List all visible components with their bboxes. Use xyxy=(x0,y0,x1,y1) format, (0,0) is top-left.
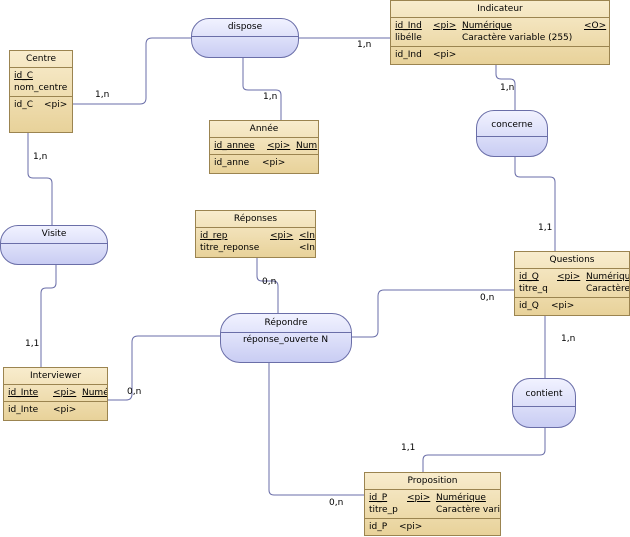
relation-dispose-label: dispose xyxy=(227,22,263,32)
entity-indicateur-title: Indicateur xyxy=(391,1,609,18)
attr-id-ind-flag: <O> xyxy=(584,21,607,31)
link-concerne-questions xyxy=(514,156,556,251)
cardinality-dispose-annee: 1,n xyxy=(263,92,278,102)
identifier-id-q-key: <pi> xyxy=(551,301,575,311)
relation-dispose[interactable]: dispose xyxy=(191,18,299,58)
attr-id-ind-type: Numérique xyxy=(462,21,512,31)
attr-id-inte-key: <pi> xyxy=(53,388,77,398)
entity-indicateur[interactable]: Indicateur id_Ind <pi> Numérique <O> lib… xyxy=(390,0,610,65)
entity-centre-title: Centre xyxy=(10,51,72,68)
attr-titre-q-type: Caractère xyxy=(586,284,630,294)
attr-titre-reponse: titre_reponse xyxy=(200,243,260,253)
attr-titre-p-type: Caractère vari xyxy=(436,505,500,515)
identifier-id-q: id_Q xyxy=(519,301,539,311)
cardinality-indicateur-concerne: 1,n xyxy=(500,83,515,93)
cardinality-questions-contient: 1,n xyxy=(561,334,576,344)
cardinality-concerne-questions: 1,1 xyxy=(538,223,553,233)
attr-id-q: id_Q xyxy=(519,272,539,282)
attr-id-q-key: <pi> xyxy=(557,272,581,282)
attr-id-ind: id_Ind xyxy=(395,21,422,31)
attr-id-p-type: Numérique xyxy=(436,493,486,503)
attr-id-annee-key: <pi> xyxy=(267,141,291,151)
link-visite-interviewer xyxy=(40,265,57,367)
link-centre-visite xyxy=(27,133,53,225)
link-repondre-proposition xyxy=(268,363,364,496)
link-centre-dispose xyxy=(73,37,192,105)
entity-annee-title: Année xyxy=(210,121,318,138)
relation-concerne-label: concerne xyxy=(491,120,533,130)
attr-titre-reponse-type: <Inc xyxy=(299,243,315,253)
identifier-id-inte: id_Inte xyxy=(8,405,39,415)
attr-id-annee: id_annee xyxy=(214,141,255,151)
identifier-id-ind-key: <pi> xyxy=(433,50,457,60)
cardinality-contient-proposition: 1,1 xyxy=(401,443,416,453)
attr-id-rep-key: <pi> xyxy=(270,231,294,241)
relation-contient[interactable]: contient xyxy=(512,378,576,428)
identifier-id-p: id_P xyxy=(369,522,388,532)
relation-contient-label: contient xyxy=(525,389,563,399)
cardinality-reponses-repondre: 0,n xyxy=(262,277,277,287)
attr-id-annee-type: Num xyxy=(296,141,318,151)
attr-id-ind-key: <pi> xyxy=(433,21,457,31)
attr-libelle-type: Caractère variable (255) xyxy=(462,33,573,43)
entity-reponses[interactable]: Réponses id_rep <pi> <Inc titre_reponse … xyxy=(195,210,316,258)
entity-reponses-title: Réponses xyxy=(196,211,315,228)
entity-proposition[interactable]: Proposition id_P <pi> Numérique titre_p … xyxy=(364,472,501,536)
link-repondre-questions xyxy=(352,289,514,338)
relation-visite[interactable]: Visite xyxy=(0,225,108,265)
entity-proposition-title: Proposition xyxy=(365,473,500,490)
entity-questions-title: Questions xyxy=(515,252,629,269)
link-reponses-repondre xyxy=(256,258,279,313)
relation-repondre-label: Répondre xyxy=(264,318,308,328)
relation-repondre-attr: réponse_ouverte N xyxy=(243,335,329,345)
cardinality-repondre-questions: 0,n xyxy=(480,293,495,303)
identifier-id-anne-key: <pi> xyxy=(262,158,286,168)
attr-id-inte-type: Numé xyxy=(82,388,108,398)
attr-id-c: id_C xyxy=(14,71,33,81)
link-contient-proposition xyxy=(422,428,546,472)
identifier-id-p-key: <pi> xyxy=(399,522,423,532)
attr-id-p: id_P xyxy=(369,493,388,503)
attr-titre-q: titre_q xyxy=(519,284,548,294)
attr-id-q-type: Numérique xyxy=(586,272,630,282)
entity-centre[interactable]: Centre id_C nom_centre id_C <pi> xyxy=(9,50,73,133)
cardinality-repondre-proposition: 0,n xyxy=(329,498,344,508)
attr-id-rep-type: <Inc xyxy=(299,231,315,241)
entity-questions[interactable]: Questions id_Q <pi> Numérique titre_q Ca… xyxy=(514,251,630,316)
cardinality-centre-dispose: 1,n xyxy=(95,90,110,100)
cardinality-centre-visite: 1,n xyxy=(33,152,48,162)
link-repondre-interviewer xyxy=(108,335,221,401)
entity-annee[interactable]: Année id_annee <pi> Num id_anne <pi> xyxy=(209,120,319,174)
identifier-id-c-key: <pi> xyxy=(44,100,68,110)
attr-id-rep: id_rep xyxy=(200,231,228,241)
cardinality-repondre-interviewer: 0,n xyxy=(127,387,142,397)
attr-libelle: libélle xyxy=(395,33,422,43)
relation-concerne[interactable]: concerne xyxy=(476,110,548,157)
relation-repondre[interactable]: Répondre réponse_ouverte N xyxy=(220,313,352,363)
identifier-id-anne: id_anne xyxy=(214,158,250,168)
attr-nom-centre: nom_centre xyxy=(14,83,68,93)
identifier-id-c: id_C xyxy=(14,100,33,110)
attr-id-p-key: <pi> xyxy=(407,493,431,503)
link-indicateur-concerne xyxy=(495,65,516,110)
attr-titre-p: titre_p xyxy=(369,505,398,515)
relation-visite-label: Visite xyxy=(41,229,67,239)
entity-interviewer[interactable]: Interviewer id_Inte <pi> Numé id_Inte <p… xyxy=(3,367,108,421)
entity-interviewer-title: Interviewer xyxy=(4,368,107,385)
cardinality-visite-interviewer: 1,1 xyxy=(25,339,40,349)
identifier-id-inte-key: <pi> xyxy=(53,405,77,415)
attr-id-inte: id_Inte xyxy=(8,388,39,398)
cardinality-dispose-indicateur: 1,n xyxy=(357,40,372,50)
link-dispose-annee xyxy=(242,58,282,120)
identifier-id-ind: id_Ind xyxy=(395,50,422,60)
